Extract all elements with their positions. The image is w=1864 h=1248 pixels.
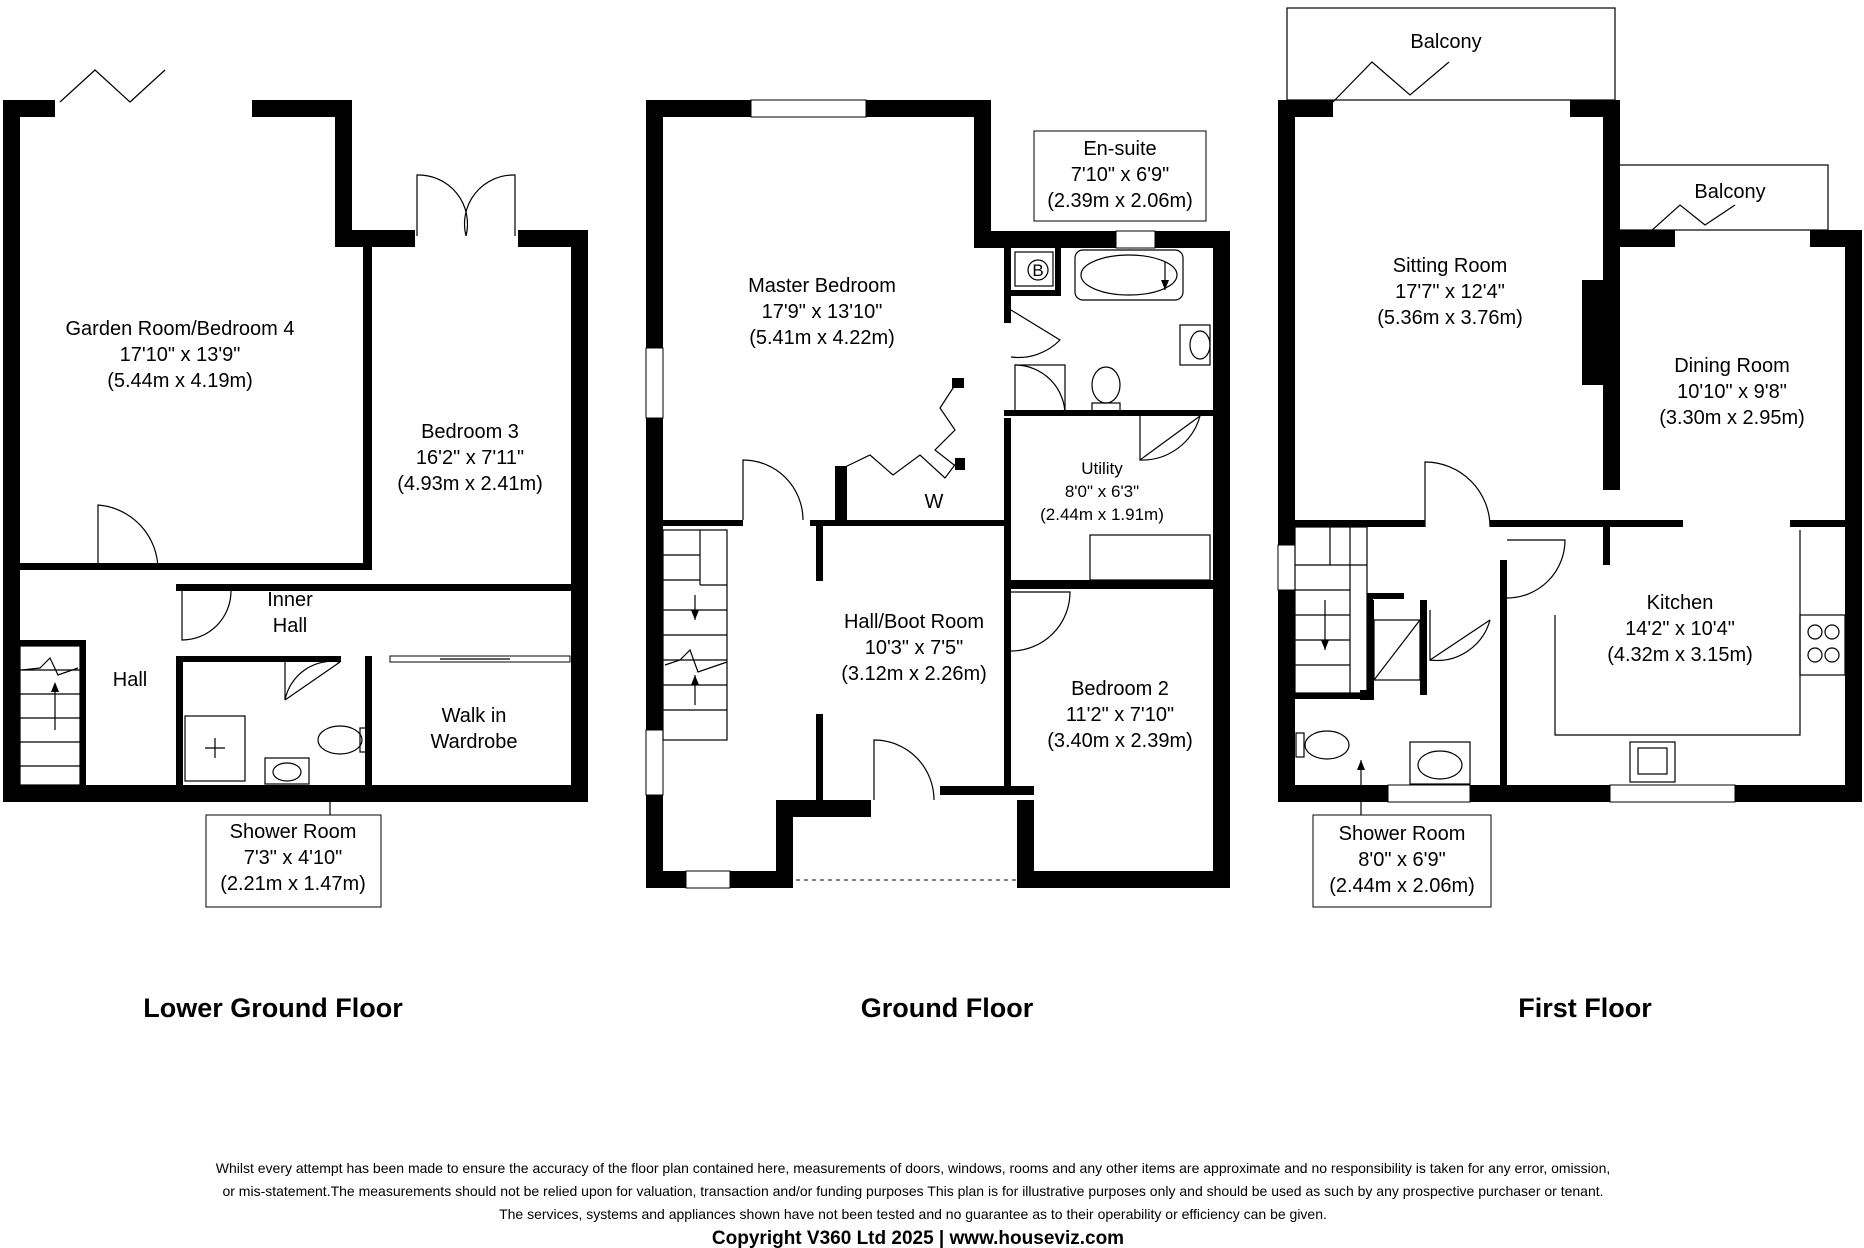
- wardrobe-marker: W: [925, 491, 944, 513]
- walk-in-wardrobe-line1: Walk in: [442, 705, 507, 727]
- sitting-room-imperial: 17'7" x 12'4": [1395, 281, 1505, 303]
- dining-room-metric: (3.30m x 2.95m): [1659, 407, 1805, 429]
- utility-imperial: 8'0" x 6'3": [1065, 482, 1139, 501]
- utility-name: Utility: [1081, 459, 1123, 478]
- bedroom3-name: Bedroom 3: [421, 421, 519, 443]
- ground-fixtures: [645, 99, 1211, 889]
- master-bedroom-name: Master Bedroom: [748, 275, 896, 297]
- sitting-room-metric: (5.36m x 3.76m): [1377, 307, 1523, 329]
- lower-floor-title: Lower Ground Floor: [143, 993, 403, 1023]
- lower-walls: [3, 100, 588, 802]
- first-floor-title: First Floor: [1518, 993, 1652, 1023]
- first-shower-room-imperial: 8'0" x 6'9": [1358, 849, 1445, 871]
- boiler-marker: B: [1032, 261, 1043, 280]
- first-labels: Balcony Balcony Sitting Room 17'7" x 12'…: [1312, 31, 1805, 1023]
- walk-in-wardrobe-line2: Wardrobe: [430, 731, 517, 753]
- lower-shower-room-imperial: 7'3" x 4'10": [244, 847, 343, 869]
- first-walls: [1278, 7, 1862, 802]
- en-suite-imperial: 7'10" x 6'9": [1071, 164, 1170, 186]
- bedroom3-metric: (4.93m x 2.41m): [397, 473, 543, 495]
- copyright: Copyright V360 Ltd 2025 | www.houseviz.c…: [712, 1228, 1124, 1248]
- disclaimer-line-1: Whilst every attempt has been made to en…: [216, 1160, 1611, 1176]
- balcony-upper-label: Balcony: [1410, 31, 1481, 53]
- kitchen-metric: (4.32m x 3.15m): [1607, 644, 1753, 666]
- inner-hall-line2: Hall: [273, 615, 307, 637]
- en-suite-name: En-suite: [1083, 138, 1156, 160]
- bedroom2-metric: (3.40m x 2.39m): [1047, 730, 1193, 752]
- garden-room-name: Garden Room/Bedroom 4: [65, 318, 294, 340]
- dining-room-imperial: 10'10" x 9'8": [1677, 381, 1787, 403]
- lower-labels: Garden Room/Bedroom 4 17'10" x 13'9" (5.…: [65, 318, 542, 1023]
- dining-room-name: Dining Room: [1674, 355, 1790, 377]
- ground-walls: [646, 100, 1230, 888]
- master-bedroom-imperial: 17'9" x 13'10": [762, 301, 883, 323]
- inner-hall-line1: Inner: [267, 589, 313, 611]
- first-shower-room-metric: (2.44m x 2.06m): [1329, 875, 1475, 897]
- bedroom2-imperial: 11'2" x 7'10": [1066, 704, 1174, 726]
- lower-shower-room-name: Shower Room: [230, 821, 357, 843]
- master-bedroom-metric: (5.41m x 4.22m): [749, 327, 895, 349]
- first-fixtures: [1277, 61, 1846, 830]
- kitchen-name: Kitchen: [1647, 592, 1714, 614]
- hall-name: Hall: [113, 669, 147, 691]
- hall-boot-room-metric: (3.12m x 2.26m): [841, 663, 987, 685]
- utility-metric: (2.44m x 1.91m): [1040, 505, 1164, 524]
- ground-floor: Master Bedroom 17'9" x 13'10" (5.41m x 4…: [645, 99, 1230, 1023]
- hall-boot-room-name: Hall/Boot Room: [844, 611, 984, 633]
- first-floor: Balcony Balcony Sitting Room 17'7" x 12'…: [1277, 7, 1862, 1023]
- disclaimer-line-3: The services, systems and appliances sho…: [499, 1206, 1327, 1222]
- lower-ground-floor: Garden Room/Bedroom 4 17'10" x 13'9" (5.…: [3, 69, 588, 1023]
- first-shower-room-name: Shower Room: [1339, 823, 1466, 845]
- en-suite-metric: (2.39m x 2.06m): [1047, 190, 1193, 212]
- footer: Whilst every attempt has been made to en…: [216, 1160, 1611, 1248]
- sitting-room-name: Sitting Room: [1393, 255, 1508, 277]
- lower-shower-room-metric: (2.21m x 1.47m): [220, 873, 366, 895]
- bedroom2-name: Bedroom 2: [1071, 678, 1169, 700]
- garden-room-imperial: 17'10" x 13'9": [120, 344, 241, 366]
- balcony-lower-label: Balcony: [1694, 181, 1765, 203]
- hall-boot-room-imperial: 10'3" x 7'5": [865, 637, 964, 659]
- ground-floor-title: Ground Floor: [861, 993, 1034, 1023]
- bedroom3-imperial: 16'2" x 7'11": [416, 447, 524, 469]
- disclaimer-line-2: or mis-statement.The measurements should…: [222, 1183, 1603, 1199]
- lower-fixtures: [19, 69, 571, 815]
- kitchen-imperial: 14'2" x 10'4": [1625, 618, 1735, 640]
- garden-room-metric: (5.44m x 4.19m): [107, 370, 253, 392]
- ground-labels: Master Bedroom 17'9" x 13'10" (5.41m x 4…: [748, 130, 1207, 1023]
